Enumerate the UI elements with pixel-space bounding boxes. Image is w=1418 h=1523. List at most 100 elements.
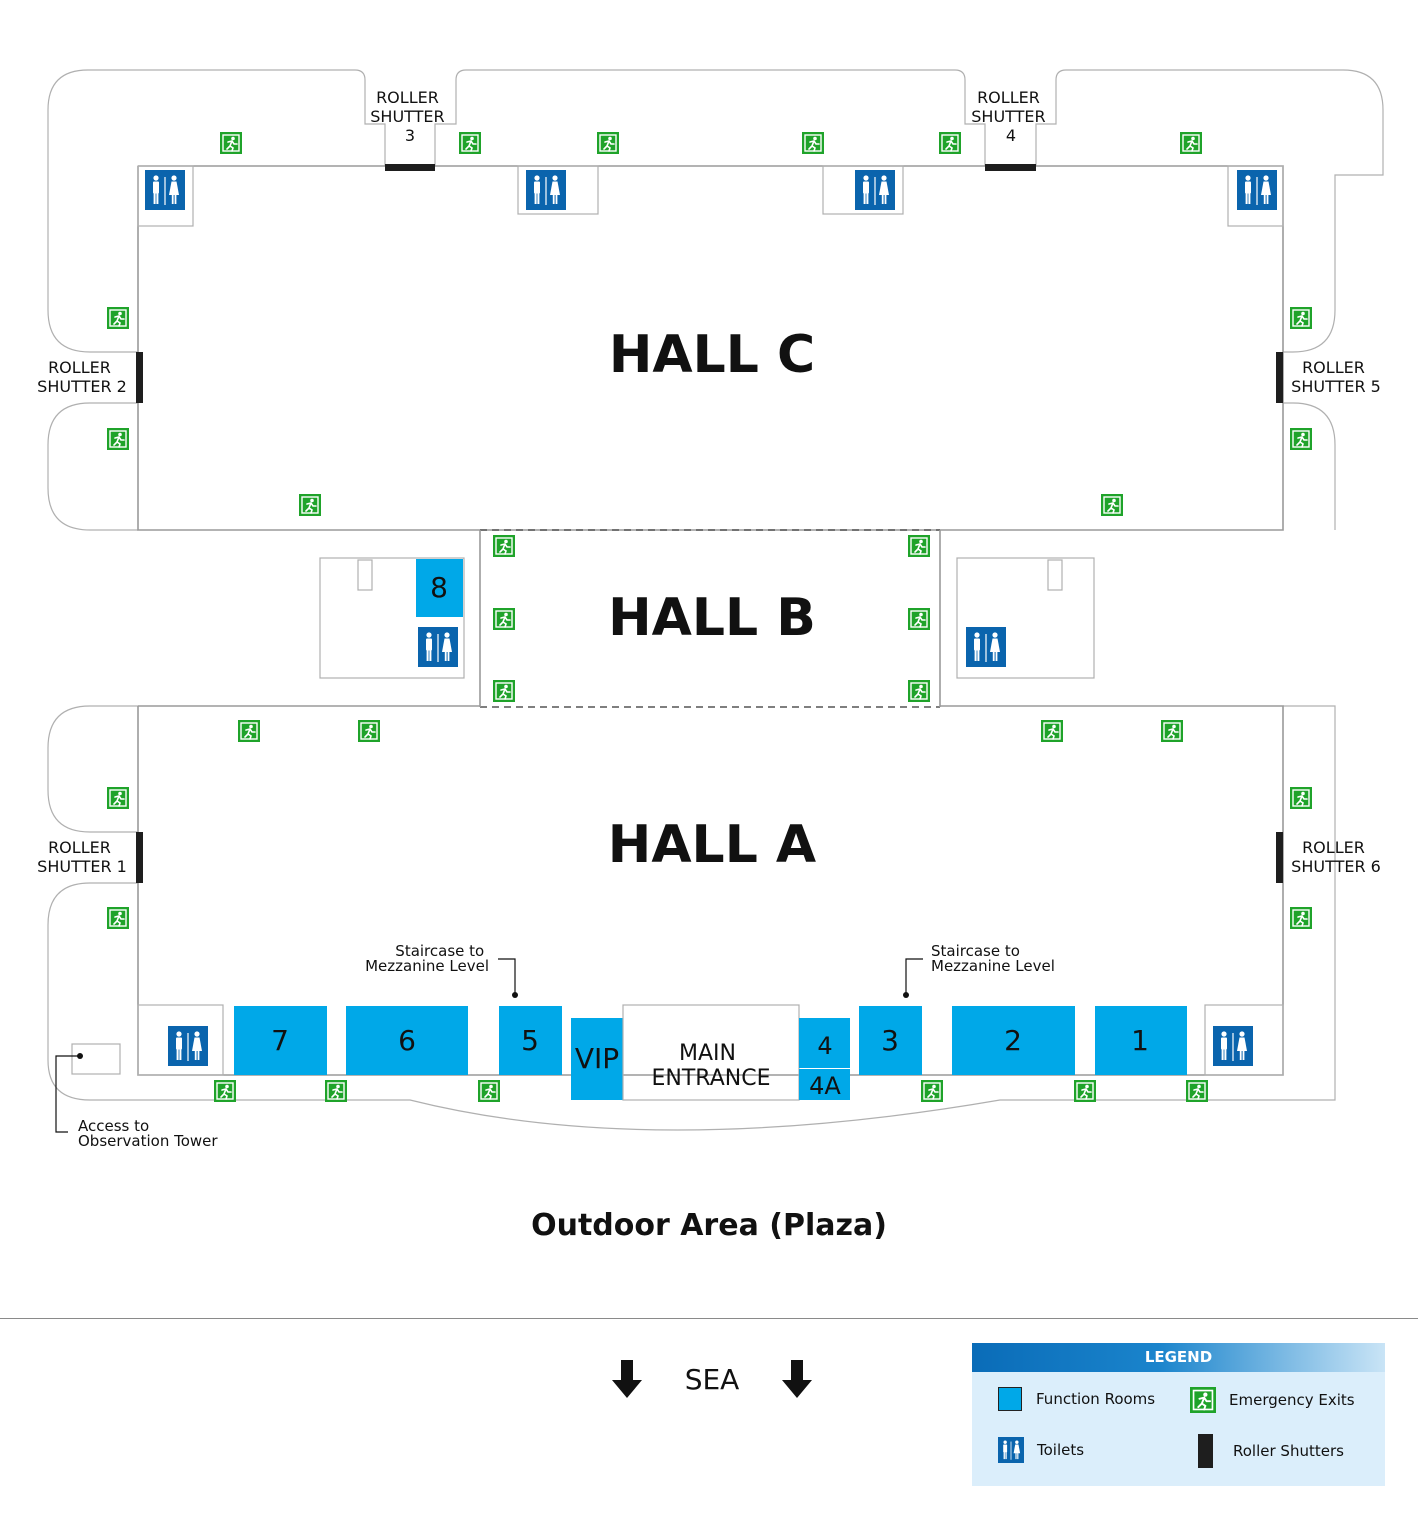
toilet-icon — [966, 627, 1006, 667]
toilet-icon — [998, 1437, 1024, 1463]
sea-direction: SEA — [612, 1356, 812, 1402]
roller-shutter-4-bar — [985, 164, 1036, 171]
roller-shutter-5-bar — [1276, 352, 1283, 403]
function-room-vip[interactable] — [571, 1018, 623, 1100]
function-room-1[interactable] — [1095, 1006, 1187, 1075]
legend-label: Emergency Exits — [1229, 1391, 1355, 1409]
emergency-exit-icon — [1160, 719, 1184, 743]
staircase-right-label: Staircase to Mezzanine Level — [931, 942, 1055, 975]
staircase-left-label: Staircase to Mezzanine Level — [365, 942, 489, 975]
function-room-7[interactable] — [234, 1006, 327, 1075]
hall-a-label: HALL A — [608, 815, 816, 875]
floor-plan: HALL C ROLLER SHUTTER 3 ROLLER SHUTTER 4… — [37, 69, 1384, 1150]
room-5-label: 5 — [521, 1024, 539, 1057]
emergency-exit-icon — [1040, 719, 1064, 743]
function-room-2[interactable] — [952, 1006, 1075, 1075]
roller-shutter-3-label: ROLLER SHUTTER 3 — [370, 88, 449, 145]
emergency-exit-icon — [801, 131, 825, 155]
room-6-label: 6 — [398, 1024, 416, 1057]
emergency-exit-icon — [492, 534, 516, 558]
legend-item-emergency-exits: Emergency Exits — [1190, 1387, 1355, 1413]
emergency-exit-icon — [492, 679, 516, 703]
toilet-icon — [1237, 170, 1277, 210]
legend-label: Toilets — [1037, 1441, 1085, 1459]
legend-item-function-rooms: Function Rooms — [998, 1387, 1155, 1411]
emergency-exit-icon — [219, 131, 243, 155]
divider — [0, 1318, 1418, 1319]
roller-shutter-1-bar — [136, 832, 143, 883]
function-room-5[interactable] — [499, 1006, 562, 1075]
hall-b-label: HALL B — [608, 588, 816, 648]
room-3-label: 3 — [881, 1024, 899, 1057]
emergency-exit-icon — [1289, 427, 1313, 451]
roller-shutter-4-label: ROLLER SHUTTER 4 — [971, 88, 1050, 145]
emergency-exit-icon — [1289, 786, 1313, 810]
roller-shutter-6-label: ROLLER SHUTTER 6 — [1291, 838, 1381, 876]
toilet-icon — [145, 170, 185, 210]
emergency-exit-icon — [1100, 493, 1124, 517]
emergency-exit-icon — [938, 131, 962, 155]
legend-title: LEGEND — [972, 1343, 1385, 1372]
toilet-icon — [526, 170, 566, 210]
emergency-exit-icon — [1179, 131, 1203, 155]
emergency-exit-icon — [596, 131, 620, 155]
toilet-icon — [1213, 1026, 1253, 1066]
room-7-label: 7 — [271, 1024, 289, 1057]
emergency-exit-icon — [477, 1079, 501, 1103]
roller-shutter-6-bar — [1276, 832, 1283, 883]
main-entrance-label: MAIN ENTRANCE — [652, 1041, 771, 1091]
toilet-icon — [855, 170, 895, 210]
room-4a-label: 4A — [809, 1072, 841, 1100]
arrow-down-icon — [782, 1360, 812, 1398]
arrow-down-icon — [612, 1360, 642, 1398]
emergency-exit-icon — [458, 131, 482, 155]
emergency-exit-icon — [1289, 306, 1313, 330]
function-room-swatch — [998, 1387, 1022, 1411]
emergency-exit-icon — [106, 306, 130, 330]
roller-shutter-1-label: ROLLER SHUTTER 1 — [37, 838, 127, 876]
emergency-exit-icon — [213, 1079, 237, 1103]
toilet-icon — [418, 627, 458, 667]
function-room-6[interactable] — [346, 1006, 468, 1075]
emergency-exit-icon — [237, 719, 261, 743]
emergency-exit-icon — [324, 1079, 348, 1103]
emergency-exit-icon — [106, 786, 130, 810]
roller-shutter-swatch — [1198, 1434, 1213, 1468]
roller-shutter-5-label: ROLLER SHUTTER 5 — [1291, 358, 1381, 396]
emergency-exit-icon — [1073, 1079, 1097, 1103]
emergency-exit-icon — [492, 607, 516, 631]
emergency-exit-icon — [106, 427, 130, 451]
emergency-exit-icon — [1190, 1387, 1216, 1413]
emergency-exit-icon — [106, 906, 130, 930]
room-vip-label: VIP — [575, 1042, 619, 1075]
emergency-exit-icon — [920, 1079, 944, 1103]
hall-c-label: HALL C — [609, 325, 815, 385]
room-2-label: 2 — [1004, 1024, 1022, 1057]
emergency-exit-icon — [298, 493, 322, 517]
emergency-exit-icon — [357, 719, 381, 743]
roller-shutter-2-label: ROLLER SHUTTER 2 — [37, 358, 127, 396]
observation-tower-label: Access to Observation Tower — [78, 1117, 218, 1150]
legend-label: Function Rooms — [1036, 1390, 1156, 1408]
function-room-8[interactable] — [416, 559, 463, 617]
room-8-label: 8 — [430, 571, 448, 604]
outdoor-area-label: Outdoor Area (Plaza) — [531, 1208, 887, 1243]
function-room-3[interactable] — [859, 1006, 922, 1075]
function-room-4[interactable] — [799, 1018, 850, 1068]
legend-item-roller-shutters: Roller Shutters — [1198, 1434, 1344, 1468]
emergency-exit-icon — [907, 679, 931, 703]
legend-label: Roller Shutters — [1233, 1442, 1344, 1460]
room-1-label: 1 — [1131, 1024, 1149, 1057]
room-4-label: 4 — [817, 1032, 832, 1060]
emergency-exit-icon — [907, 607, 931, 631]
roller-shutter-3-bar — [385, 164, 435, 171]
emergency-exit-icon — [1185, 1079, 1209, 1103]
sea-label: SEA — [684, 1362, 740, 1396]
function-room-4a[interactable] — [799, 1069, 850, 1100]
legend: LEGEND Function Rooms Emergency Exits To… — [972, 1343, 1385, 1486]
roller-shutter-2-bar — [136, 352, 143, 403]
emergency-exit-icon — [1289, 906, 1313, 930]
toilet-icon — [168, 1026, 208, 1066]
legend-item-toilets: Toilets — [998, 1437, 1084, 1463]
emergency-exit-icon — [907, 534, 931, 558]
